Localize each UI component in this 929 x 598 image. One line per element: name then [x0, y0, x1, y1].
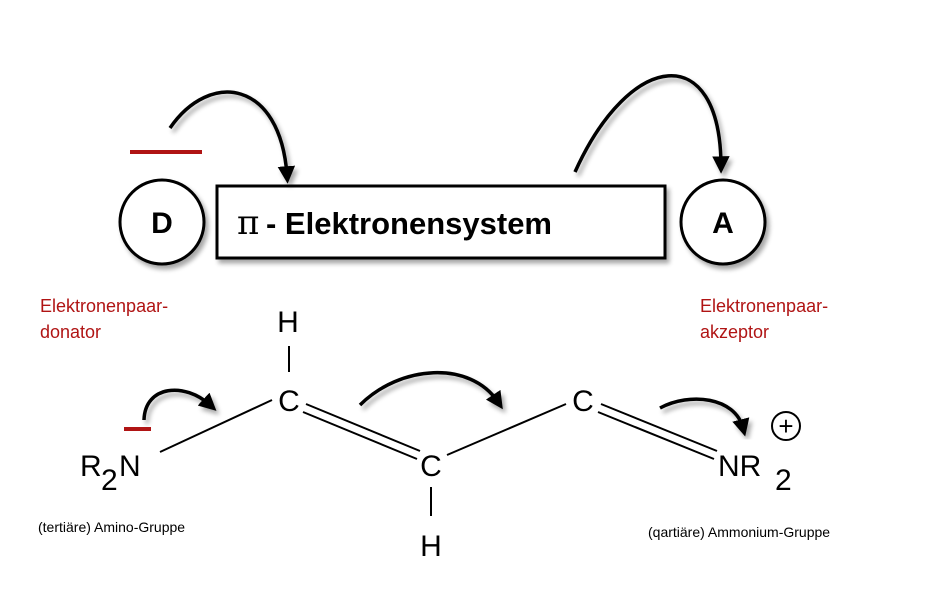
bond-c2-c3 — [446, 403, 567, 456]
system-to-acceptor-arrow — [573, 74, 730, 174]
donor-letter: D — [151, 207, 173, 240]
donor-circle — [118, 178, 206, 266]
atom-h-top: H — [277, 306, 299, 339]
bond-c3-n-b — [597, 411, 715, 460]
atom-c2: C — [420, 450, 442, 483]
pi-system-label: - Elektronensystem — [266, 206, 552, 241]
bond-n-c1 — [159, 399, 273, 453]
cn-bond-shift-arrow — [659, 397, 750, 437]
bond-c1-c2-a — [305, 403, 421, 452]
group-nr-right-subscript: 2 — [775, 464, 792, 497]
atom-c3: C — [572, 385, 594, 418]
bond-c1-c2-b — [302, 411, 418, 460]
atom-n-left: N — [119, 450, 141, 483]
acceptor-caption-line2: akzeptor — [700, 322, 769, 342]
acceptor-letter: A — [712, 207, 734, 240]
amino-group-caption: (tertiäre) Amino-Gruppe — [38, 519, 185, 535]
bond-c3-n-a — [600, 403, 718, 452]
pi-symbol: π — [237, 203, 259, 243]
group-r-left-subscript: 2 — [101, 464, 118, 497]
positive-charge-circle — [771, 411, 801, 441]
pi-system-box — [215, 184, 667, 260]
atom-c1: C — [278, 385, 300, 418]
positive-charge-sign: + — [778, 411, 793, 441]
atom-h-bottom: H — [420, 530, 442, 563]
acceptor-caption-line1: Elektronenpaar- — [700, 296, 828, 316]
donor-caption-line2: donator — [40, 322, 101, 342]
donor-to-system-arrow — [168, 90, 296, 184]
double-bond-shift-arrow — [358, 371, 503, 410]
group-nr-right: NR — [718, 450, 761, 483]
group-r-left: R — [80, 450, 102, 483]
donor-caption-line1: Elektronenpaar- — [40, 296, 168, 316]
acceptor-circle — [679, 178, 767, 266]
ammonium-group-caption: (qartiäre) Ammonium-Gruppe — [648, 524, 830, 540]
lone-pair-shift-arrow — [142, 388, 217, 421]
